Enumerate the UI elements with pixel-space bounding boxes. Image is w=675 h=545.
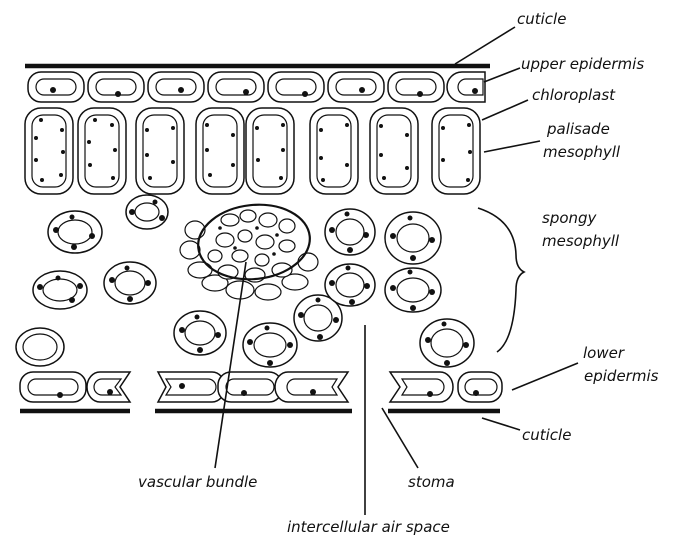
label-palisade-line1: palisade (546, 120, 610, 138)
label-palisade-line2: mesophyll (543, 143, 621, 161)
label-stoma: stoma (408, 473, 455, 491)
palisade-mesophyll (25, 108, 480, 194)
label-chloroplast: chloroplast (532, 86, 616, 104)
leader-cuticle-top (455, 27, 515, 64)
leader-palisade (484, 141, 540, 152)
label-spongy-line1: spongy (542, 209, 598, 227)
upper-epidermis (28, 72, 485, 102)
label-cuticle-top: cuticle (517, 10, 566, 28)
label-air-space: intercellular air space (287, 518, 450, 536)
spongy-mesophyll-brace (478, 208, 524, 352)
lower-epidermis (20, 372, 502, 402)
label-spongy-line2: mesophyll (542, 232, 620, 250)
leader-cuticle-bottom (482, 418, 520, 430)
label-cuticle-bottom: cuticle (522, 426, 571, 444)
vascular-bundle (180, 199, 318, 300)
leader-upper-epidermis (484, 68, 520, 82)
label-upper-epidermis: upper epidermis (521, 55, 644, 73)
leader-stoma (382, 408, 418, 468)
leader-lower-epidermis (512, 363, 578, 390)
leader-chloroplast (482, 100, 528, 120)
label-lower-line2: epidermis (584, 367, 659, 385)
label-lower-line1: lower (583, 344, 625, 362)
label-vascular-bundle: vascular bundle (138, 473, 257, 491)
